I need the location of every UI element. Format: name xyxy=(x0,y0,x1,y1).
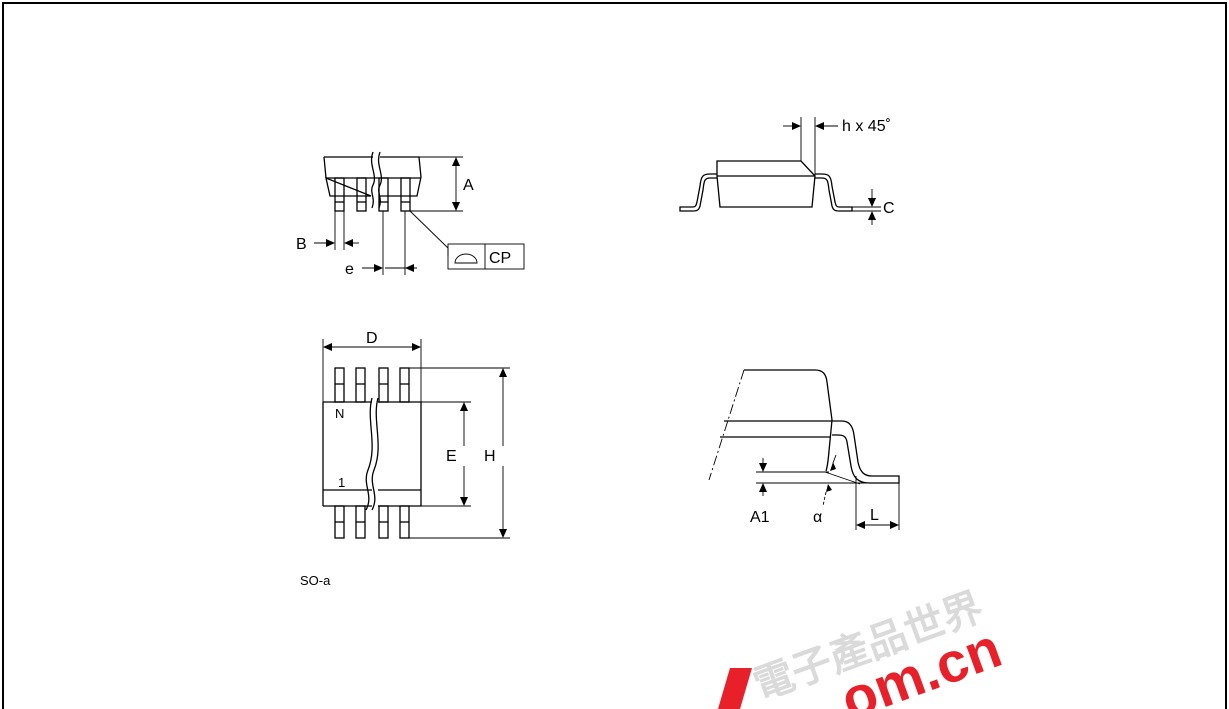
arrow xyxy=(405,264,414,272)
dim-label-alpha: α xyxy=(813,509,822,526)
arrow xyxy=(499,529,507,538)
arrow xyxy=(868,211,876,220)
arrow xyxy=(374,264,383,272)
arrow xyxy=(326,239,335,247)
front-leads xyxy=(334,177,411,212)
lead xyxy=(334,367,345,403)
lead xyxy=(378,367,389,403)
alpha-leader xyxy=(824,471,861,485)
lead xyxy=(400,177,411,212)
detail-lead xyxy=(832,420,900,484)
arrow xyxy=(344,239,353,247)
arrow xyxy=(452,202,460,211)
arrow xyxy=(412,343,421,351)
arrow xyxy=(452,157,460,166)
front-break-line-2 xyxy=(377,151,383,209)
detail-break-line xyxy=(708,369,745,481)
cp-leader xyxy=(409,210,449,249)
lead-detail-view: A1 α L xyxy=(708,369,900,530)
dim-label-cp: CP xyxy=(489,250,511,267)
arrow xyxy=(323,343,332,351)
front-body-left xyxy=(323,156,327,179)
arrow xyxy=(830,462,836,471)
figure-caption: SO-a xyxy=(300,573,331,588)
arrow xyxy=(868,198,876,207)
top-break-line-1 xyxy=(365,397,373,511)
dim-label-h45: h x 45˚ xyxy=(842,118,891,135)
top-view-leads-upper xyxy=(334,367,410,403)
lead xyxy=(378,177,389,212)
pin-label-n: N xyxy=(335,406,344,421)
side-lead-right xyxy=(815,173,853,212)
dim-label-b: B xyxy=(296,236,307,253)
watermark: 電子產品世界 om.cn xyxy=(718,585,1009,709)
coplanarity-icon xyxy=(454,253,478,264)
arrow xyxy=(460,402,468,411)
alpha-tick xyxy=(832,454,837,464)
lead xyxy=(399,367,410,403)
arrow xyxy=(826,484,832,492)
front-view: A B e CP xyxy=(296,151,525,278)
arrow xyxy=(499,368,507,377)
dim-label-c: C xyxy=(883,200,895,217)
top-view: N 1 D xyxy=(322,330,510,539)
top-break-line-2 xyxy=(371,397,379,511)
front-view-body xyxy=(324,156,422,197)
arrow xyxy=(792,122,801,130)
arrow xyxy=(460,497,468,506)
arrow xyxy=(856,521,865,529)
side-view-body xyxy=(716,160,816,208)
dim-label-a: A xyxy=(463,177,474,194)
pin-label-1: 1 xyxy=(338,475,345,490)
side-view: h x 45˚ C xyxy=(679,117,895,225)
watermark-logo-block xyxy=(718,668,752,709)
cp-frame xyxy=(447,243,525,270)
arrow xyxy=(759,463,767,472)
dim-label-d: D xyxy=(366,330,378,347)
arrow xyxy=(890,521,899,529)
dim-label-h: H xyxy=(484,448,496,465)
detail-body-outline xyxy=(744,369,833,472)
lead xyxy=(356,177,367,212)
arrow xyxy=(759,483,767,492)
dim-label-e: e xyxy=(345,261,354,278)
lead xyxy=(334,177,345,212)
dim-label-l: L xyxy=(870,507,879,524)
top-view-leads-lower xyxy=(334,505,410,539)
alpha-tick xyxy=(822,491,827,507)
side-lead-left xyxy=(679,173,717,212)
lead xyxy=(355,367,366,403)
dim-label-a1: A1 xyxy=(750,509,770,526)
front-break-line-1 xyxy=(370,151,376,209)
arrow xyxy=(815,122,824,130)
dim-label-e-body: E xyxy=(446,448,457,465)
